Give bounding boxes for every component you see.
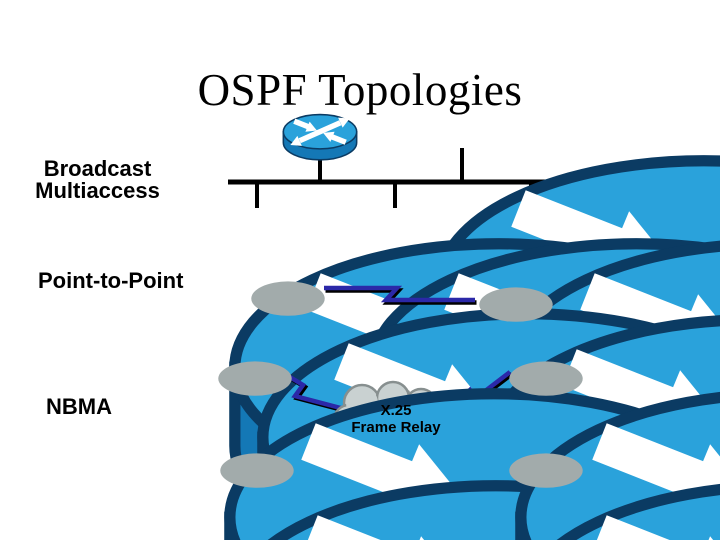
cloud-label-line1: X.25 [380, 402, 412, 419]
broadcast-label-line2: Multiaccess [35, 178, 160, 203]
nbma-label: NBMA [46, 394, 112, 419]
page-title: OSPF Topologies [197, 65, 523, 115]
cloud-label: X.25 Frame Relay [335, 402, 457, 436]
point-to-point-topology [251, 281, 720, 540]
broadcast-label-line1: Broadcast [43, 156, 152, 181]
router-shadow [509, 361, 583, 396]
broadcast-multiaccess-topology [228, 115, 720, 540]
router-shadow [251, 281, 325, 316]
serial-link-shadow [325, 288, 477, 305]
router-shadow [220, 453, 294, 488]
router-shadow [509, 453, 583, 488]
cloud-label-line2: Frame Relay [351, 419, 441, 436]
serial-link-zigzag [324, 285, 475, 303]
router-icon [283, 115, 356, 160]
router-shadow [479, 287, 553, 322]
nbma-topology [218, 361, 720, 540]
router-shadow [218, 361, 292, 396]
broadcast-multiaccess-label: Broadcast Multiaccess [15, 158, 180, 202]
point-to-point-label: Point-to-Point [38, 268, 184, 293]
